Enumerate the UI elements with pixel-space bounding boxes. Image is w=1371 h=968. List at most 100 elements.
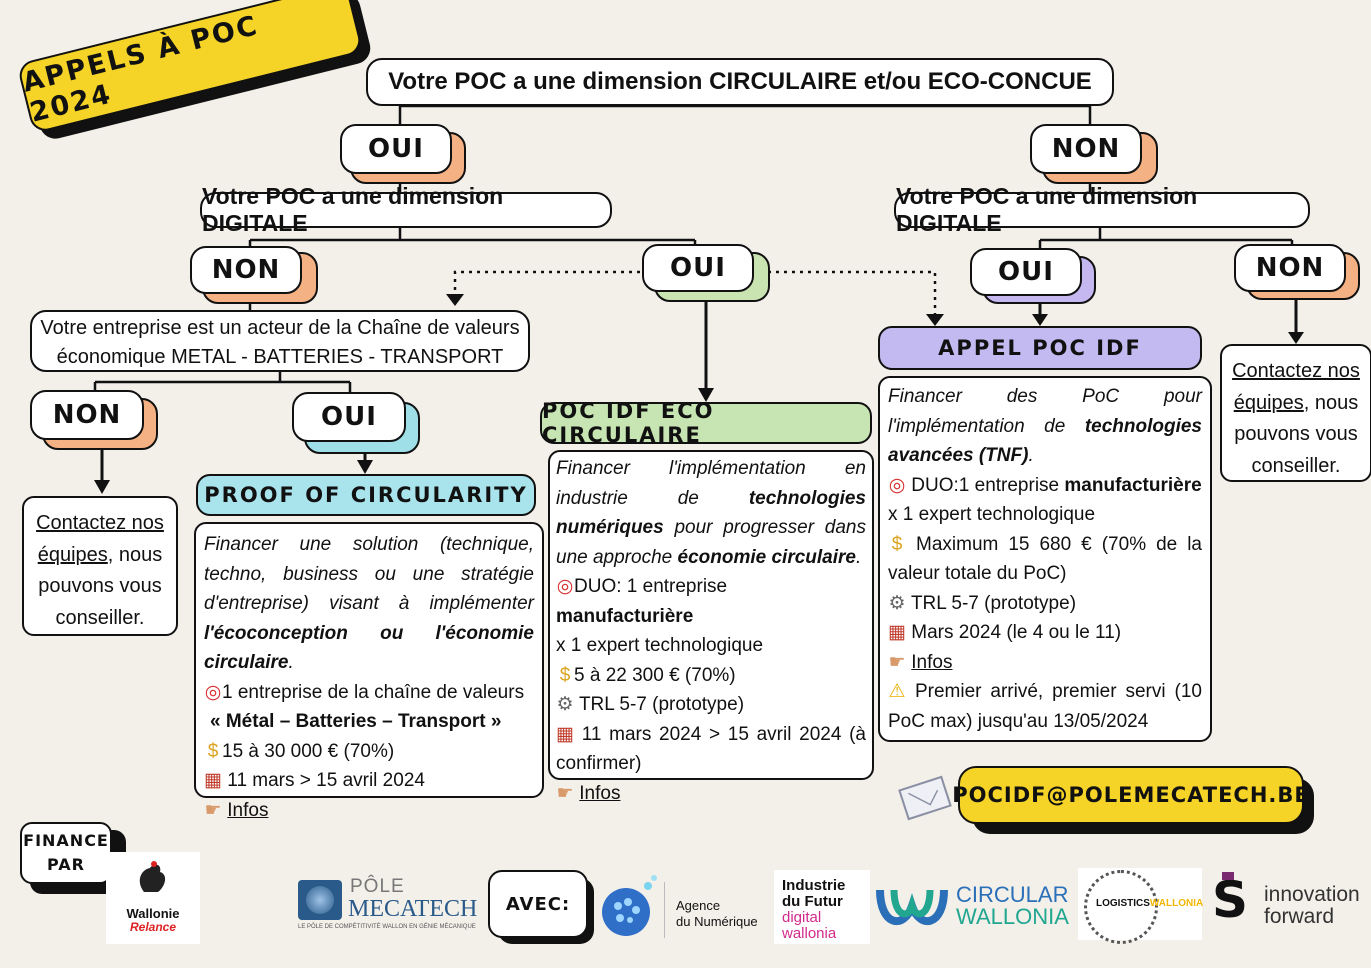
money-bag-icon: $ <box>207 740 219 762</box>
answer-label: NON <box>52 400 122 430</box>
question-digital-left: Votre POC a une dimension DIGITALE <box>200 183 612 236</box>
text: « Métal – Batteries – Transport » <box>210 711 502 732</box>
text: pour progresser dans une approche <box>556 517 866 568</box>
text: 11 mars 2024 > 15 avril 2024 (à confirme… <box>556 723 866 775</box>
target-icon: ◎ <box>888 474 906 496</box>
idf-logo-text: Industrie <box>782 877 846 894</box>
idf-infos: ☛ Infos <box>888 648 1202 678</box>
answer-label: OUI <box>998 257 1054 287</box>
eco-trl: ⚙ TRL 5-7 (prototype) <box>556 690 866 720</box>
question-chain: Votre entreprise est un acteur de la Cha… <box>30 310 530 372</box>
text: Financer l'implémentation en industrie d… <box>556 458 866 509</box>
text: 1 entreprise de la chaîne de valeurs <box>222 681 525 703</box>
idf-dates: ▦ Mars 2024 (le 4 ou le 11) <box>888 618 1202 648</box>
eco-duo-expert: x 1 expert technologique <box>556 635 764 656</box>
answer-non-circular: NON <box>1030 124 1142 174</box>
idf-card: Financer des PoC pour l'implémentation d… <box>878 376 1212 742</box>
answer-oui-digital-left: OUI <box>642 244 754 292</box>
gear-icon: ⚙ <box>888 592 906 614</box>
target-icon: ◎ <box>204 681 222 703</box>
wallonie-relance-logo: Wallonie Relance <box>106 852 200 944</box>
idf-warning: ⚠ Premier arrivé, premier servi (10 PoC … <box>888 677 1202 736</box>
eco-dates: ▦ 11 mars 2024 > 15 avril 2024 (à confir… <box>556 720 866 779</box>
question-digital-text: Votre POC a une dimension DIGITALE <box>896 183 1198 236</box>
answer-label: NON <box>211 255 281 285</box>
idf-trl: ⚙ TRL 5-7 (prototype) <box>888 589 1202 619</box>
sirris-text: forward <box>1264 905 1335 928</box>
answer-label: NON <box>1051 134 1121 164</box>
idf-amount: $ Maximum 15 680 € (70% de la valeur tot… <box>888 530 1202 589</box>
text: technologies avancées (TNF) <box>888 415 1202 467</box>
proof-description: Financer une solution (technique, techno… <box>204 530 534 678</box>
text: Financer une solution (technique, techno… <box>204 534 534 614</box>
target-icon: ◎ <box>556 576 574 597</box>
avec-tag: AVEC: <box>488 870 588 938</box>
eco-infos-link[interactable]: Infos <box>579 782 621 804</box>
text: technologies numériques <box>556 487 866 539</box>
calendar-icon: ▦ <box>888 622 906 643</box>
question-digital-text: Votre POC a une dimension DIGITALE <box>202 183 504 236</box>
sirris-text: innovation <box>1264 883 1360 906</box>
answer-oui-chain: OUI <box>292 392 406 442</box>
dots-cluster-icon <box>602 875 657 936</box>
logistics-wallonia-logo: LOGISTICSWALLONIA <box>1078 868 1204 944</box>
contact-link-equipes[interactable]: équipes <box>1233 391 1304 414</box>
text: manufacturière <box>1064 474 1202 496</box>
question-circular: Votre POC a une dimension CIRCULAIRE et/… <box>366 58 1114 106</box>
contact-text: pouvons vous <box>1234 423 1358 445</box>
contact-link[interactable]: Contactez nos <box>36 512 164 534</box>
text: économie circulaire <box>677 546 856 568</box>
contact-text: conseiller. <box>1251 454 1341 477</box>
money-bag-icon: $ <box>559 664 571 686</box>
text: DUO:1 entreprise <box>911 474 1065 496</box>
circular-text: CIRCULAR <box>956 882 1069 907</box>
sirris-logo: S innovation forward <box>1210 872 1370 936</box>
proof-infos-link[interactable]: Infos <box>227 799 269 821</box>
text: DUO: 1 entreprise <box>574 576 728 597</box>
avec-text: AVEC: <box>505 893 571 915</box>
answer-label: NON <box>1255 253 1325 283</box>
logistics-wallonia-text: WALLONIA <box>1149 898 1204 909</box>
relance-text: Relance <box>129 920 177 934</box>
text: . <box>1028 445 1034 466</box>
finance-par-text: PAR <box>47 855 85 874</box>
agence-text: du Numérique <box>676 914 758 929</box>
proof-header-text: PROOF OF CIRCULARITY <box>204 483 528 507</box>
contact-text: , nous <box>1303 391 1359 414</box>
proof-infos: ☛ Infos <box>204 796 534 826</box>
text: TRL 5-7 (prototype) <box>910 592 1077 614</box>
text: 5 à 22 300 € (70%) <box>574 664 736 686</box>
proof-header: PROOF OF CIRCULARITY <box>196 474 536 516</box>
text: Mars 2024 (le 4 ou le 11) <box>911 622 1122 643</box>
finance-par-tag: FINANCE PAR <box>20 822 112 884</box>
pointing-hand-icon: ☛ <box>204 799 222 821</box>
calendar-icon: ▦ <box>556 723 574 745</box>
proof-target: ◎1 entreprise de la chaîne de valeurs <box>204 678 534 708</box>
eco-description: Financer l'implémentation en industrie d… <box>556 454 866 572</box>
idf-infos-link[interactable]: Infos <box>911 651 953 673</box>
pole-text: PÔLE <box>350 876 405 897</box>
contact-text: pouvons vous <box>38 575 162 597</box>
contact-link[interactable]: Contactez nos <box>1232 360 1360 382</box>
text: manufacturière <box>556 605 694 627</box>
text: 15 à 30 000 € (70%) <box>222 740 395 762</box>
wallonia-text: WALLONIA <box>956 904 1069 929</box>
proof-amount: $15 à 30 000 € (70%) <box>204 737 534 767</box>
answer-non-digital-right: NON <box>1234 244 1346 292</box>
money-bag-icon: $ <box>891 533 903 555</box>
idf-header-text: APPEL POC IDF <box>938 336 1142 360</box>
agence-numerique-logo: Agence du Numérique <box>598 872 770 942</box>
wallonie-text: Wallonie <box>126 906 180 921</box>
answer-oui-circular: OUI <box>340 124 452 174</box>
contact-link-equipes[interactable]: équipes <box>37 543 108 566</box>
idf-logo-text: digital <box>782 909 822 926</box>
text: Premier arrivé, premier servi (10 PoC ma… <box>888 681 1202 732</box>
proof-target-chain: « Métal – Batteries – Transport » <box>204 707 534 737</box>
email-tag[interactable]: POCIDF@POLEMECATECH.BE <box>952 766 1309 824</box>
text: . <box>855 546 862 568</box>
pole-mecatech-logo: PÔLE MECATECH LE PÔLE DE COMPÉTITIVITÉ W… <box>296 876 486 934</box>
answer-label: OUI <box>670 253 726 283</box>
answer-oui-digital-right: OUI <box>970 248 1082 296</box>
logistics-text: LOGISTICS <box>1096 898 1150 909</box>
idf-description: Financer des PoC pour l'implémentation d… <box>888 382 1202 471</box>
